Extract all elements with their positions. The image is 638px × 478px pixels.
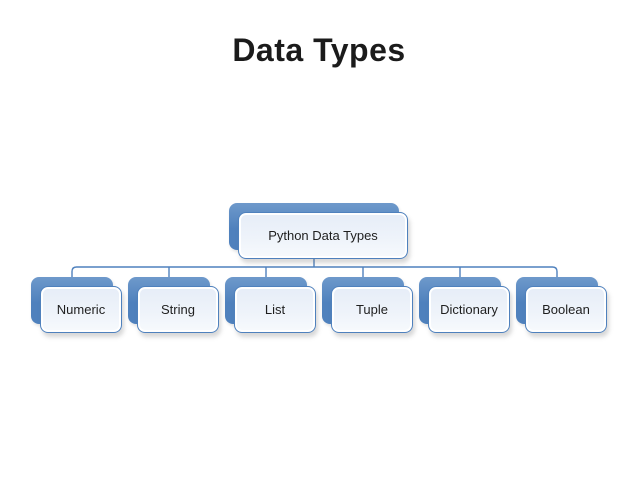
- node-python-data-types: Python Data Types: [229, 203, 408, 259]
- node-string: String: [128, 277, 219, 333]
- node-front-shape: List: [234, 286, 316, 333]
- connector-bus: [71, 266, 558, 277]
- node-label: Numeric: [56, 302, 106, 317]
- node-label: Boolean: [542, 302, 590, 317]
- node-front-shape: String: [137, 286, 219, 333]
- slide-title: Data Types: [232, 32, 406, 68]
- node-front-shape: Python Data Types: [238, 212, 408, 259]
- node-list: List: [225, 277, 316, 333]
- node-front-shape: Boolean: [525, 286, 607, 333]
- node-label: Dictionary: [440, 302, 498, 317]
- node-dictionary: Dictionary: [419, 277, 510, 333]
- node-front-shape: Tuple: [331, 286, 413, 333]
- node-label: Python Data Types: [268, 228, 378, 243]
- node-label: List: [264, 302, 286, 317]
- node-numeric: Numeric: [31, 277, 122, 333]
- node-boolean: Boolean: [516, 277, 607, 333]
- node-label: Tuple: [355, 302, 389, 317]
- node-label: String: [161, 302, 195, 317]
- node-front-shape: Dictionary: [428, 286, 510, 333]
- node-tuple: Tuple: [322, 277, 413, 333]
- node-front-shape: Numeric: [40, 286, 122, 333]
